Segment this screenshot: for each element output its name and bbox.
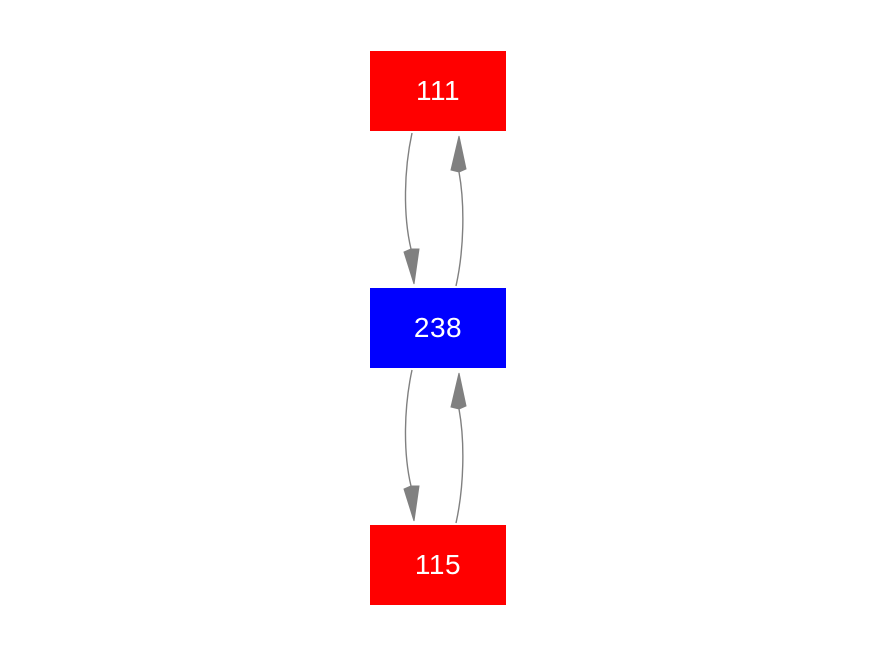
edge-115-to-238-arrowhead xyxy=(450,372,467,410)
edge-238-to-111[interactable] xyxy=(450,135,467,287)
edge-115-to-238[interactable] xyxy=(450,372,467,524)
graph-node-238[interactable]: 238 xyxy=(370,288,506,368)
edge-115-to-238-line xyxy=(455,408,464,524)
edge-111-to-238[interactable] xyxy=(403,132,420,285)
graph-node-label: 115 xyxy=(414,549,462,580)
edge-238-to-115-arrowhead xyxy=(403,485,420,522)
edge-111-to-238-line xyxy=(404,132,413,250)
graph-node-label: 238 xyxy=(413,312,463,343)
edge-238-to-111-arrowhead xyxy=(450,135,467,173)
edge-238-to-115[interactable] xyxy=(403,369,420,522)
edge-111-to-238-arrowhead xyxy=(403,248,420,285)
graph-node-115[interactable]: 115 xyxy=(370,525,506,605)
edge-238-to-111-line xyxy=(455,171,464,287)
graph-node-111[interactable]: 111 xyxy=(370,51,506,131)
edge-238-to-115-line xyxy=(404,369,413,487)
graph-node-label: 111 xyxy=(415,75,461,106)
